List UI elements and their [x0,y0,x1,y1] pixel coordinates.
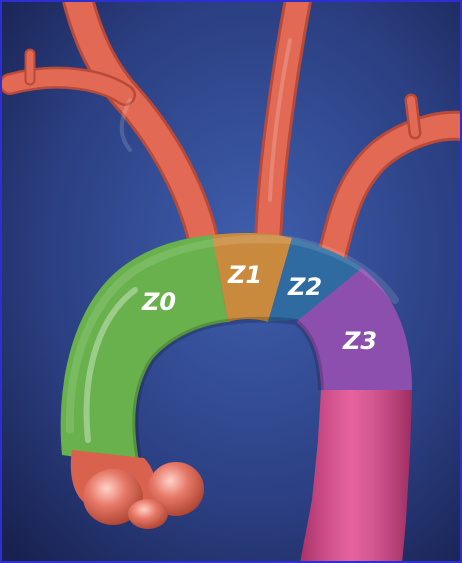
zone-0-label: Z0 [141,288,176,316]
aortic-sinus-center [128,499,168,529]
zone-3-label: Z3 [342,327,377,355]
zone-1-label: Z1 [227,261,262,289]
zone-2-label: Z2 [287,273,322,301]
